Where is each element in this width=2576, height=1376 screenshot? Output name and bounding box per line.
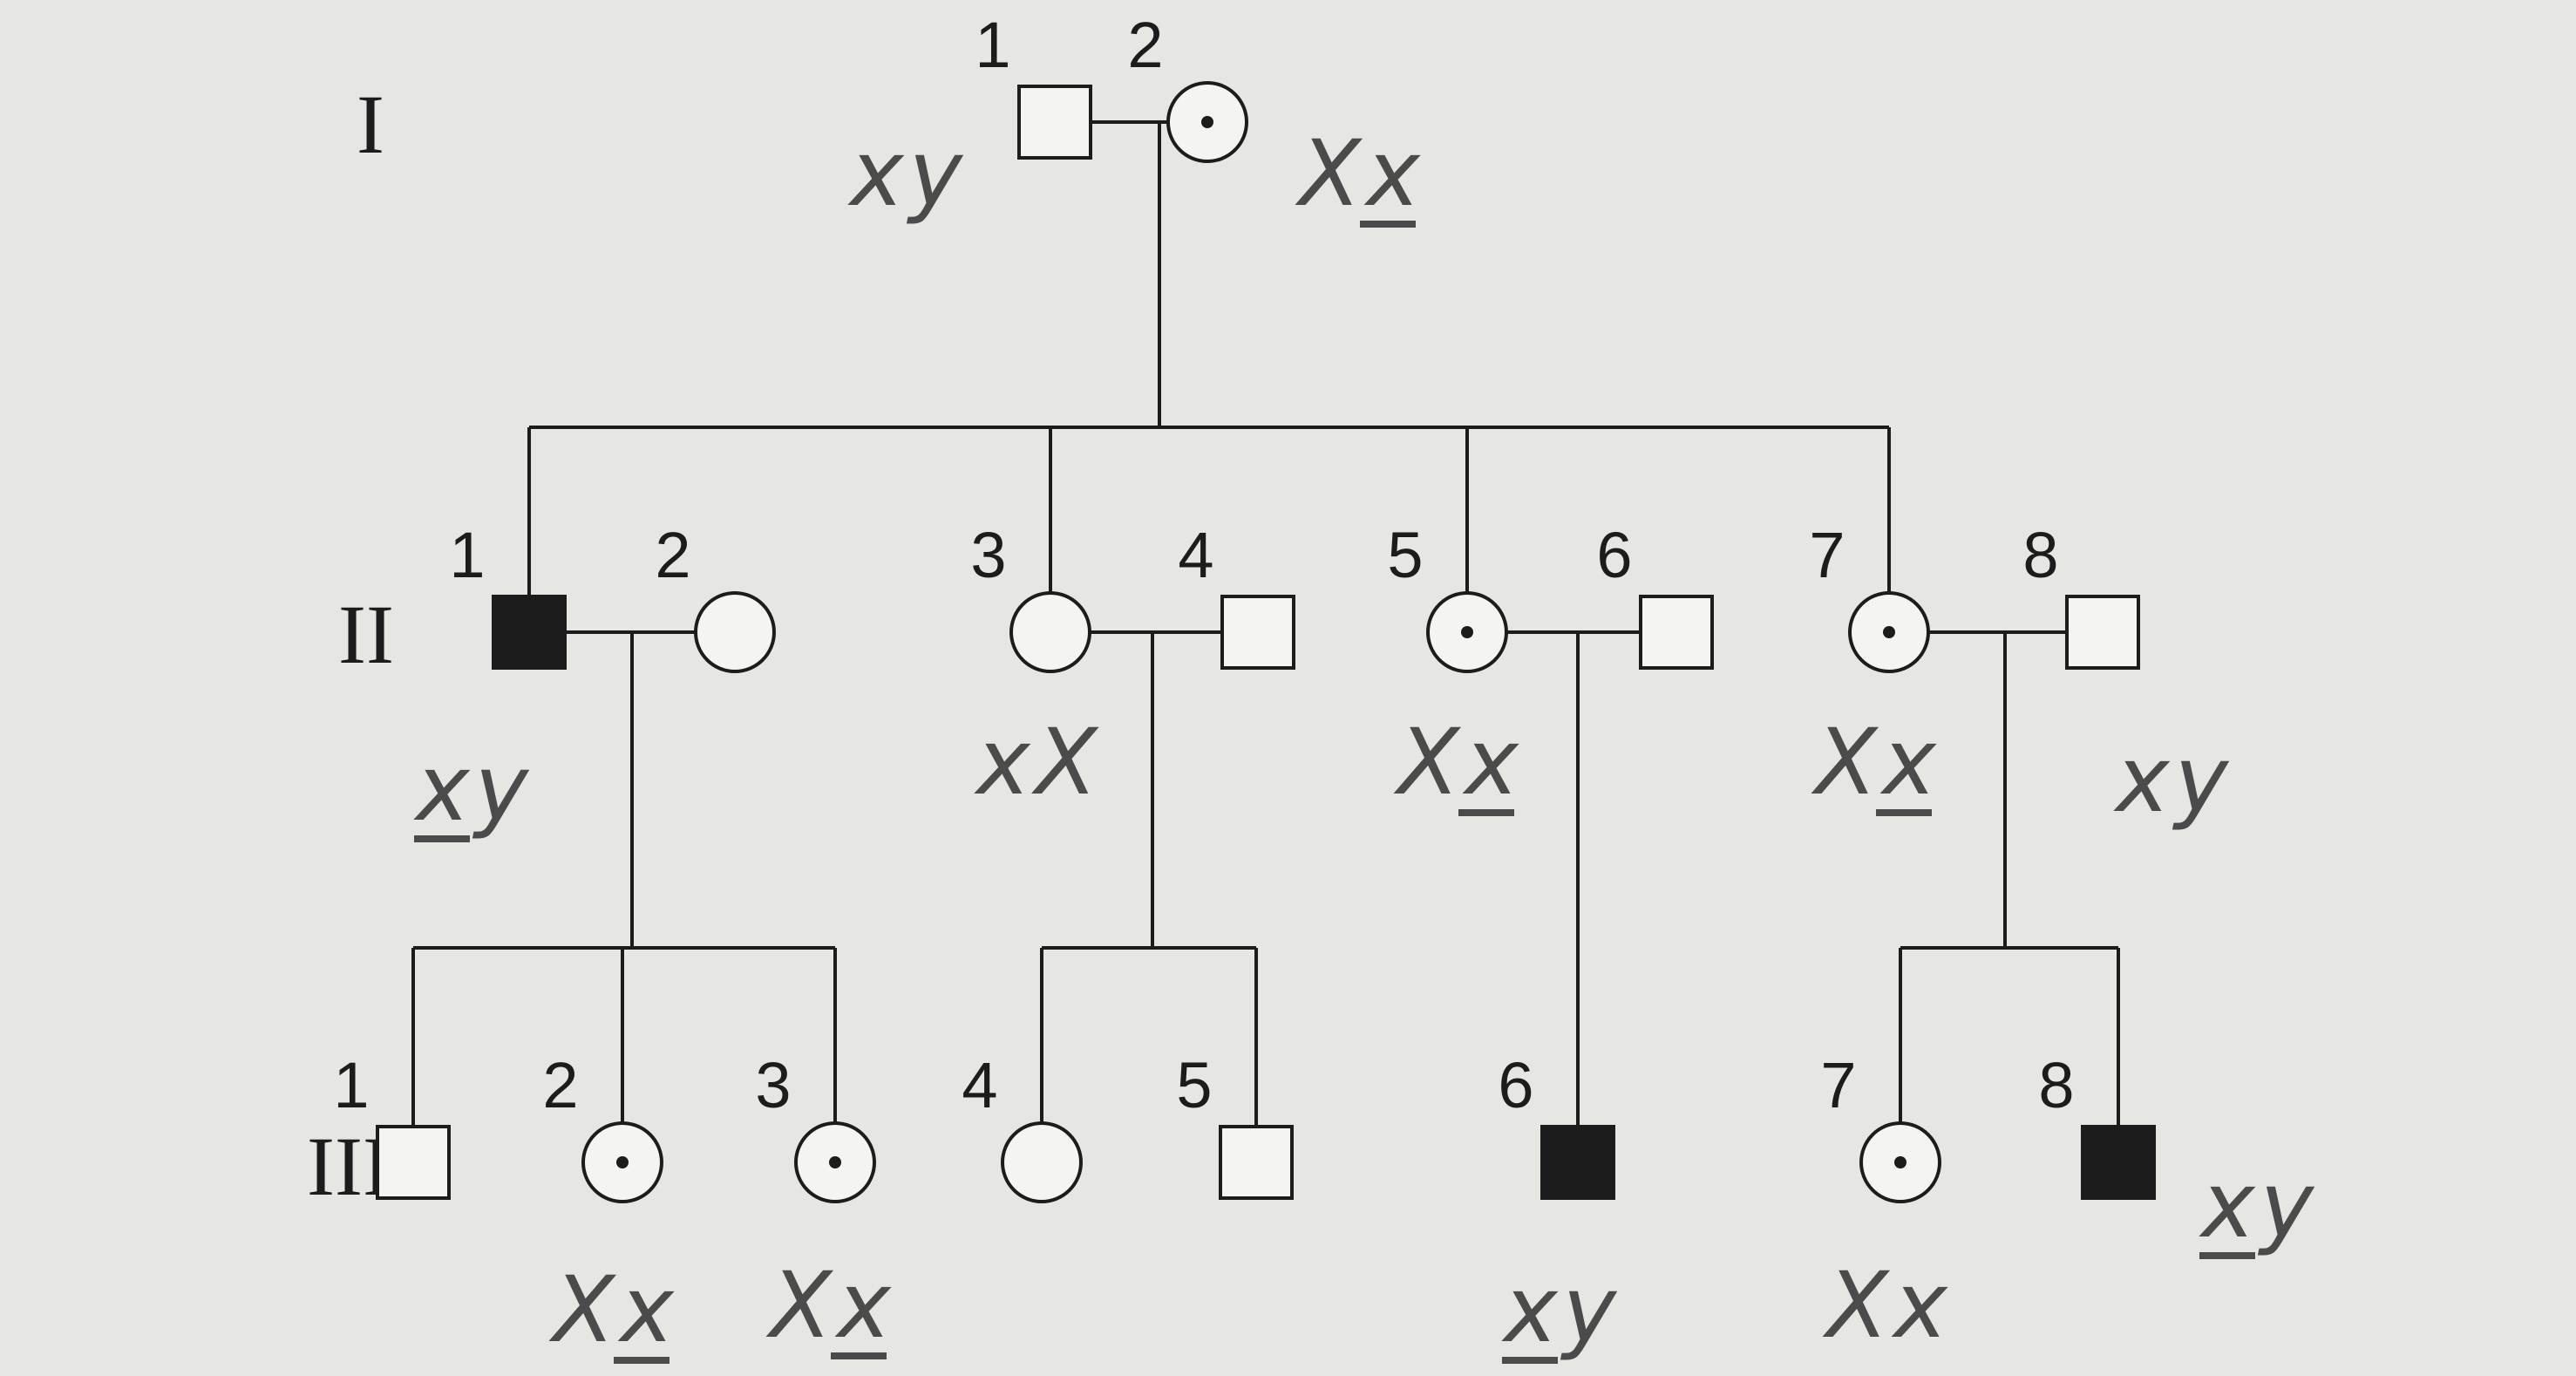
allele-2: x (617, 1257, 675, 1363)
genotype-label: Xx (548, 1257, 675, 1363)
allele-1: x (413, 735, 471, 841)
individual-ii-6: 6 (1596, 519, 1714, 670)
genotype-label: Xx (1811, 709, 1937, 815)
allele-2: x (1462, 709, 1519, 815)
allele-1: x (1501, 1257, 1559, 1363)
individual-ii-2: 2 (655, 519, 776, 673)
individual-number: 4 (962, 1049, 997, 1121)
allele-2: x (1879, 709, 1937, 815)
genotype-label: xy (1501, 1257, 1618, 1363)
genotype-label: xy (413, 735, 530, 841)
individual-iii-1: 1 (333, 1049, 451, 1200)
individual-ii-7: 7Xx (1809, 519, 1937, 816)
individual-number: 3 (970, 519, 1006, 591)
individual-iii-5: 5 (1176, 1049, 1294, 1200)
allele-2: y (2258, 1152, 2315, 1258)
genotype-label: Xx (1822, 1252, 1948, 1359)
male-square (1219, 1125, 1294, 1200)
individual-number: 5 (1387, 519, 1423, 591)
individual-iii-6: 6 xy (1498, 1049, 1618, 1364)
individual-iii-7: 7Xx (1820, 1049, 1948, 1359)
allele-1: x (2113, 726, 2171, 833)
allele-1: X (548, 1257, 617, 1363)
individual-number: 2 (655, 519, 690, 591)
female-circle (694, 591, 776, 673)
individual-number: 1 (333, 1049, 369, 1121)
individual-i-1: 1xy (847, 9, 1092, 227)
allele-2: x (834, 1252, 892, 1359)
allele-1: x (974, 709, 1031, 815)
individual-number: 8 (2022, 519, 2058, 591)
carrier-dot (829, 1156, 841, 1168)
individual-ii-1: 1 xy (413, 519, 567, 842)
allele-1: X (1811, 709, 1879, 815)
allele-1: X (1822, 1252, 1891, 1359)
individual-number: 2 (542, 1049, 578, 1121)
genotype-label: xy (2199, 1152, 2315, 1258)
carrier-dot (1883, 626, 1895, 638)
male-square (1639, 595, 1714, 670)
affected-male-square (2081, 1125, 2156, 1200)
genotype-label: xy (847, 120, 964, 227)
individual-number: 7 (1820, 1049, 1856, 1121)
allele-1: x (2199, 1152, 2256, 1258)
individual-number: 2 (1127, 9, 1163, 81)
allele-2: X (1031, 709, 1100, 815)
individual-number: 1 (975, 9, 1010, 81)
male-square (1220, 595, 1295, 670)
genotype-label: xX (974, 709, 1100, 815)
female-circle (1001, 1121, 1083, 1203)
carrier-dot (1461, 626, 1473, 638)
individual-number: 5 (1176, 1049, 1212, 1121)
individual-ii-4: 4 (1178, 519, 1295, 670)
individual-number: 4 (1178, 519, 1213, 591)
female-circle (1009, 591, 1091, 673)
allele-2: x (1891, 1252, 1948, 1359)
carrier-dot (1201, 116, 1213, 128)
allele-1: X (1393, 709, 1462, 815)
allele-1: X (765, 1252, 834, 1359)
individual-ii-8: 8 xy (2022, 519, 2229, 833)
carrier-dot (616, 1156, 629, 1168)
allele-2: y (1560, 1257, 1618, 1363)
generation-label: II (338, 588, 394, 681)
genotype-label: Xx (1393, 709, 1519, 815)
allele-2: x (1363, 120, 1421, 227)
allele-2: y (472, 735, 530, 841)
allele-2: y (907, 120, 964, 227)
individual-iii-3: 3Xx (755, 1049, 892, 1359)
individual-iii-8: 8 xy (2038, 1049, 2315, 1259)
individual-i-2: 2Xx (1127, 9, 1421, 228)
male-square (2065, 595, 2140, 670)
allele-1: X (1295, 120, 1363, 227)
individual-ii-5: 5Xx (1387, 519, 1519, 816)
genotype-label: xy (2113, 726, 2230, 833)
male-square (376, 1125, 451, 1200)
male-square (1017, 85, 1092, 160)
individual-number: 1 (449, 519, 485, 591)
individual-number: 6 (1596, 519, 1632, 591)
allele-2: y (2172, 726, 2230, 833)
individual-ii-3: 3 xX (970, 519, 1099, 815)
individual-number: 8 (2038, 1049, 2074, 1121)
affected-male-square (1540, 1125, 1615, 1200)
genotype-label: Xx (765, 1252, 892, 1359)
carrier-dot (1894, 1156, 1907, 1168)
affected-male-square (492, 595, 567, 670)
individual-iii-4: 4 (962, 1049, 1083, 1203)
genotype-label: Xx (1295, 120, 1421, 227)
individual-iii-2: 2Xx (542, 1049, 675, 1364)
individual-number: 6 (1498, 1049, 1533, 1121)
allele-1: x (847, 120, 905, 227)
generation-label: I (357, 78, 384, 171)
individual-number: 7 (1809, 519, 1845, 591)
individual-number: 3 (755, 1049, 791, 1121)
